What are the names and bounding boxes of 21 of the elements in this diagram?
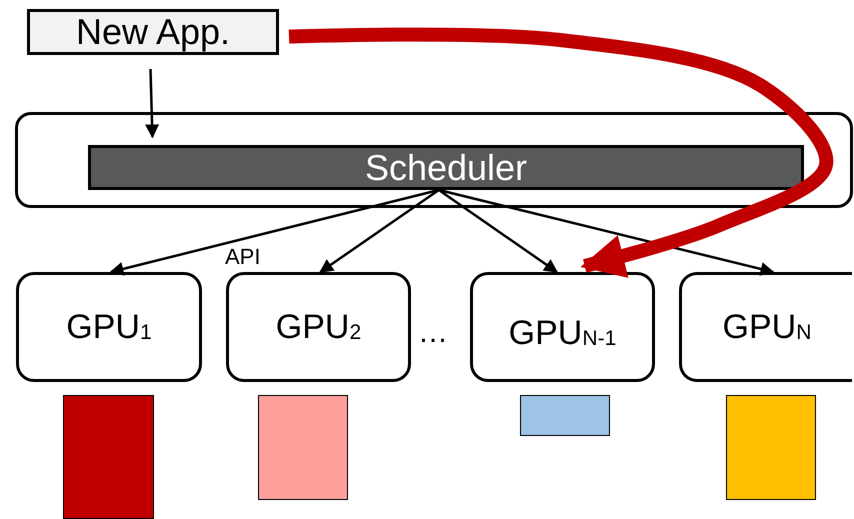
gpu-box: [470, 272, 655, 382]
highlight-arrow: [288, 28, 834, 278]
arrow: [110, 188, 440, 276]
arrow: [438, 188, 558, 274]
arrow: [319, 188, 440, 274]
api-label: API: [225, 246, 260, 268]
load-bar: [520, 395, 610, 436]
gpu-box: [679, 272, 852, 382]
gpu-box: [16, 272, 202, 382]
arrow: [438, 188, 774, 276]
scheduler-label: Scheduler: [364, 150, 528, 186]
load-bar: [258, 395, 348, 500]
app-label: New App.: [76, 14, 230, 50]
arrow: [145, 68, 160, 138]
load-bar: [63, 395, 154, 519]
load-bar: [726, 395, 816, 500]
scheduler-bar: [88, 145, 804, 190]
gpu-box: [226, 272, 411, 382]
scheduler-panel: [15, 112, 853, 208]
app-box: [27, 9, 279, 55]
ellipsis: …: [418, 318, 448, 348]
